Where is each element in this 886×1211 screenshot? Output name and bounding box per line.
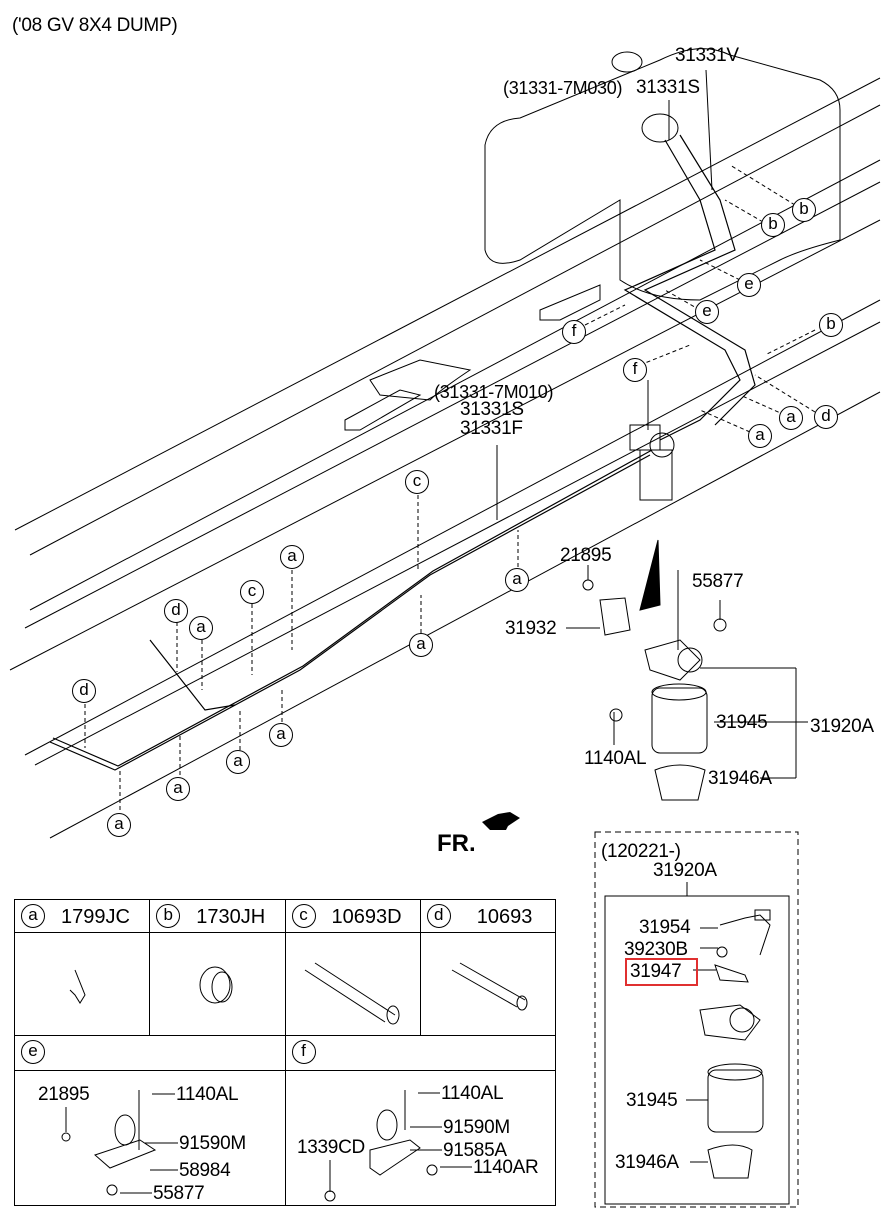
legend-image-tube-long — [284, 932, 421, 1036]
legend-e-part-58984[interactable]: 58984 — [179, 1160, 231, 1181]
legend-key-b: b — [156, 904, 181, 928]
legend-f-part-91590m[interactable]: 91590M — [443, 1117, 510, 1138]
callout-a[interactable]: a — [166, 777, 190, 801]
inset-part-31954[interactable]: 31954 — [639, 917, 691, 938]
front-indicator: FR. — [437, 830, 476, 857]
legend-item-b[interactable]: b 1730JH — [149, 899, 286, 933]
callout-d[interactable]: d — [814, 405, 838, 429]
legend-f-part-1339cd[interactable]: 1339CD — [297, 1137, 365, 1158]
legend-e-part-55877[interactable]: 55877 — [153, 1183, 205, 1204]
callout-a[interactable]: a — [107, 813, 131, 837]
part-label-31331s-top[interactable]: 31331S — [636, 77, 700, 98]
legend-f-part-1140ar[interactable]: 1140AR — [473, 1157, 539, 1178]
part-label-31946a[interactable]: 31946A — [708, 768, 772, 789]
callout-f[interactable]: f — [623, 358, 647, 382]
part-ref-tank: (31331-7M030) — [503, 78, 623, 98]
part-label-31932[interactable]: 31932 — [505, 618, 557, 639]
callout-a[interactable]: a — [779, 406, 803, 430]
inset-part-31946a[interactable]: 31946A — [615, 1152, 679, 1173]
legend-item-c[interactable]: c 10693D — [284, 899, 421, 933]
callout-a[interactable]: a — [269, 723, 293, 747]
callout-b[interactable]: b — [792, 198, 816, 222]
fuel-lines — [49, 134, 756, 771]
legend-image-tube-short — [419, 932, 557, 1036]
inset-serial-range: (120221-) — [601, 841, 681, 862]
legend-key-a: a — [21, 904, 45, 928]
front-arrow-icon — [482, 812, 520, 830]
callout-d[interactable]: d — [72, 679, 96, 703]
callout-a[interactable]: a — [226, 750, 250, 774]
legend-item-d[interactable]: d 10693 — [419, 899, 557, 933]
legend-detail-f — [284, 1070, 556, 1206]
inset-frame — [594, 831, 799, 1208]
inset-part-31945[interactable]: 31945 — [626, 1090, 678, 1111]
callout-f[interactable]: f — [562, 320, 586, 344]
callout-a[interactable]: a — [409, 633, 433, 657]
inset-part-31947[interactable]: 31947 — [630, 961, 682, 982]
part-label-1140al[interactable]: 1140AL — [584, 748, 647, 769]
legend-e-part-1140al[interactable]: 1140AL — [176, 1084, 239, 1105]
callout-e[interactable]: e — [737, 273, 761, 297]
inset-filter-parts — [699, 909, 771, 1179]
legend-code-c: 10693D — [331, 906, 402, 928]
legend-code-a: 1799JC — [61, 906, 130, 928]
part-label-31331f[interactable]: 31331F — [460, 418, 523, 439]
legend-table: a 1799JC b 1730JH c 10693D d 10693 e f — [13, 899, 557, 1206]
part-label-31920a[interactable]: 31920A — [810, 716, 874, 737]
legend-item-a[interactable]: a 1799JC — [13, 899, 151, 933]
part-label-31331s[interactable]: 31331S — [460, 399, 524, 420]
legend-key-c: c — [291, 904, 316, 928]
legend-f-part-91585a[interactable]: 91585A — [443, 1140, 507, 1161]
legend-image-grommet — [149, 932, 286, 1036]
model-title: ('08 GV 8X4 DUMP) — [12, 15, 178, 36]
frame-rails — [9, 77, 881, 839]
callout-c[interactable]: c — [405, 470, 429, 494]
legend-code-b: 1730JH — [196, 906, 266, 928]
part-label-55877[interactable]: 55877 — [692, 571, 744, 592]
callout-a[interactable]: a — [505, 568, 529, 592]
legend-key-d: d — [426, 904, 451, 928]
callout-d[interactable]: d — [164, 599, 188, 623]
callout-e[interactable]: e — [695, 300, 719, 324]
part-ref-line: (31331-7M010) — [434, 382, 554, 402]
legend-code-d: 10693 — [476, 906, 533, 928]
legend-e-part-91590m[interactable]: 91590M — [179, 1133, 246, 1154]
inset-part-39230b[interactable]: 39230B — [624, 939, 688, 960]
inset-part-31920a[interactable]: 31920A — [653, 860, 717, 881]
part-label-21895[interactable]: 21895 — [560, 545, 612, 566]
legend-detail-e — [14, 1070, 286, 1206]
legend-f-part-1140al[interactable]: 1140AL — [441, 1083, 504, 1104]
callout-a[interactable]: a — [189, 616, 213, 640]
legend-image-cable-tie — [13, 932, 151, 1036]
fuel-tank — [484, 48, 841, 301]
legend-key-f: f — [291, 1040, 316, 1064]
part-label-31331v[interactable]: 31331V — [675, 45, 739, 66]
label-leaders — [496, 69, 808, 779]
callout-a[interactable]: a — [748, 424, 772, 448]
callout-b[interactable]: b — [761, 213, 785, 237]
callout-c[interactable]: c — [240, 580, 264, 604]
leader-lines — [84, 164, 816, 810]
part-label-31945[interactable]: 31945 — [716, 712, 768, 733]
direction-wedge — [639, 539, 661, 611]
fuel-filter-assembly — [582, 380, 727, 801]
callout-b[interactable]: b — [819, 313, 843, 337]
highlight-box — [625, 958, 698, 986]
callout-a[interactable]: a — [280, 545, 304, 569]
legend-key-e: e — [21, 1040, 45, 1064]
legend-item-f[interactable]: f — [284, 1035, 556, 1071]
inset-inner-frame — [604, 895, 790, 1205]
legend-e-part-21895[interactable]: 21895 — [38, 1084, 90, 1105]
legend-item-e[interactable]: e — [14, 1035, 286, 1071]
